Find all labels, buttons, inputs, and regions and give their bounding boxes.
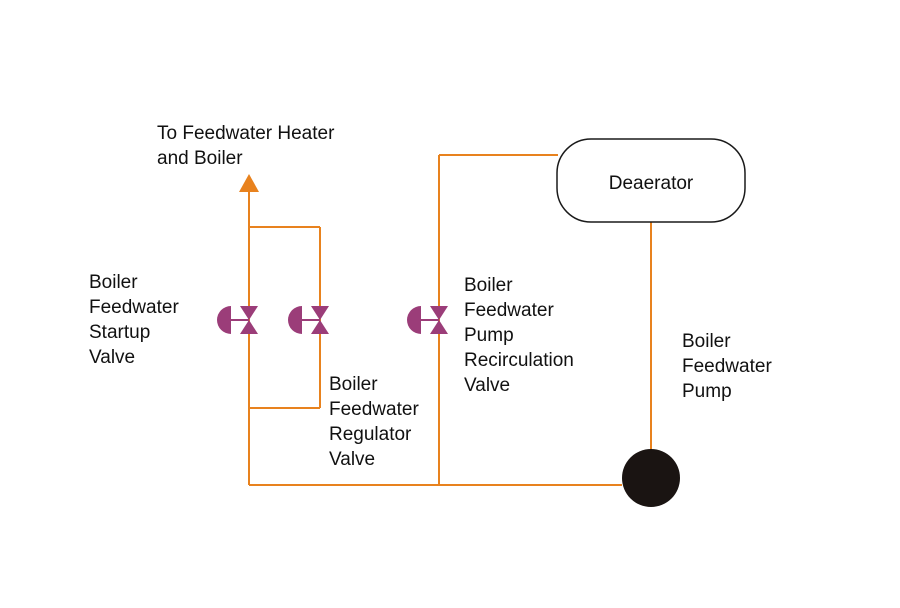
regulator-valve-label-line: Boiler [329, 374, 378, 395]
startup-valve-label-line: Valve [89, 347, 135, 368]
pump-label: Boiler Feedwater Pump [682, 331, 772, 402]
startup-valve-label-line: Feedwater [89, 297, 179, 318]
recirculation-valve-label-line: Boiler [464, 275, 513, 296]
recirculation-valve-label-line: Valve [464, 375, 510, 396]
destination-label-line: and Boiler [157, 148, 243, 169]
startup-valve-label-line: Boiler [89, 272, 138, 293]
pump-icon [622, 449, 680, 507]
regulator-valve-label: Boiler Feedwater Regulator Valve [329, 374, 419, 470]
control-valve-icon [288, 306, 329, 334]
deaerator-shape [556, 138, 746, 223]
regulator-valve-label-line: Valve [329, 449, 375, 470]
deaerator-vessel: Deaerator [556, 138, 746, 223]
recirculation-valve-label-line: Pump [464, 325, 514, 346]
flow-arrow-icon [239, 174, 259, 192]
pump-label-line: Pump [682, 381, 732, 402]
recirculation-valve-label: Boiler Feedwater Pump Recirculation Valv… [464, 275, 574, 396]
regulator-valve-label-line: Feedwater [329, 399, 419, 420]
deaerator-label: Deaerator [609, 173, 694, 194]
pump-label-line: Feedwater [682, 356, 772, 377]
recirculation-valve-label-line: Feedwater [464, 300, 554, 321]
recirculation-valve-label-line: Recirculation [464, 350, 574, 371]
destination-label: To Feedwater Heater and Boiler [157, 123, 335, 169]
control-valve-icon [407, 306, 448, 334]
startup-valve-label: Boiler Feedwater Startup Valve [89, 272, 179, 368]
destination-label-line: To Feedwater Heater [157, 123, 335, 144]
regulator-valve-label-line: Regulator [329, 424, 412, 445]
pump-label-line: Boiler [682, 331, 731, 352]
startup-valve-label-line: Startup [89, 322, 150, 343]
control-valve-icon [217, 306, 258, 334]
